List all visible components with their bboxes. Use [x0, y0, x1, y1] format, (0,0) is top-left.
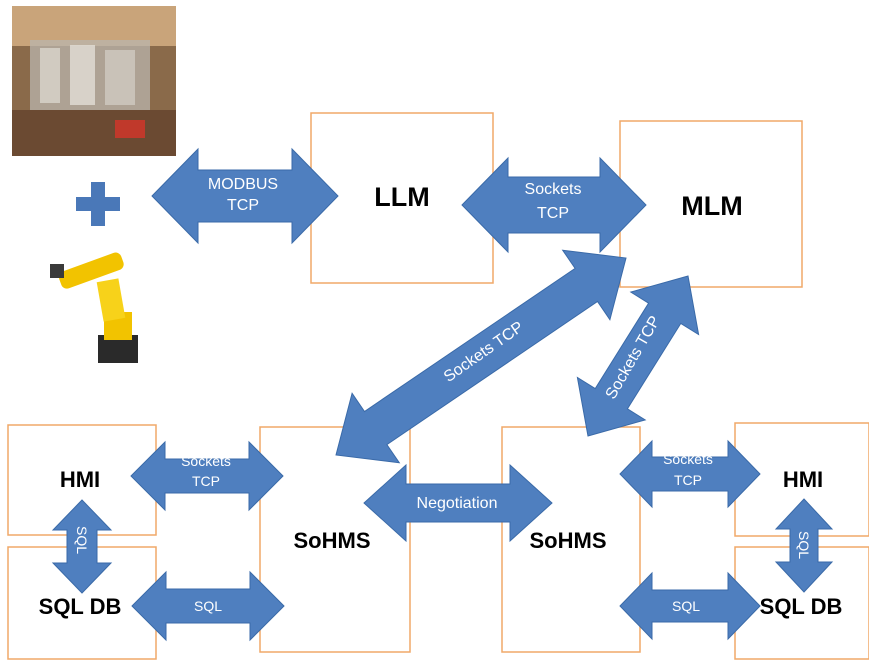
mlm-sohms-right-arrow	[576, 275, 700, 437]
hmi-sohms-right-label-line1: Sockets	[663, 451, 713, 467]
negotiation-arrow	[363, 463, 553, 543]
sql-right-arrow	[619, 571, 761, 641]
sohms-right-label: SoHMS	[530, 528, 607, 553]
llm-mlm-label-line2: TCP	[537, 205, 569, 222]
modbus-arrow	[151, 147, 339, 245]
sqldb-left-label: SQL DB	[39, 594, 122, 619]
modbus-label-line2: TCP	[227, 197, 259, 214]
llm-mlm-label-line1: Sockets	[525, 181, 582, 198]
mlm-label: MLM	[681, 191, 742, 221]
hmi-right-label: HMI	[783, 467, 823, 492]
hmi-sohms-left-arrow	[130, 440, 284, 512]
sql-vertical-left-arrow	[51, 499, 113, 594]
sohms-right-box	[501, 426, 641, 653]
arrows	[51, 147, 834, 642]
hmi-sohms-right-arrow	[619, 439, 761, 509]
hmi-left-label: HMI	[60, 467, 100, 492]
hmi-sohms-right-label-line2: TCP	[674, 472, 702, 488]
hmi-sohms-left-label-line1: Sockets	[181, 453, 231, 469]
factory-photo	[12, 6, 176, 156]
robot-photo	[50, 252, 138, 363]
plus-icon	[76, 182, 120, 226]
sohms-left-box	[259, 426, 411, 653]
sql-vertical-left-label: SQL	[74, 526, 90, 554]
llm-label: LLM	[374, 182, 429, 212]
sql-left-arrow	[131, 570, 285, 642]
sql-vertical-right-label: SQL	[796, 531, 812, 559]
sql-vertical-right-arrow	[774, 498, 834, 593]
llm-mlm-arrow	[461, 156, 647, 254]
negotiation-label: Negotiation	[417, 495, 498, 512]
mlm-sohms-left-arrow	[335, 249, 627, 464]
sql-right-label: SQL	[672, 598, 700, 614]
sohms-left-label: SoHMS	[294, 528, 371, 553]
sql-left-label: SQL	[194, 598, 222, 614]
sqldb-right-label: SQL DB	[760, 594, 843, 619]
hmi-sohms-left-label-line2: TCP	[192, 473, 220, 489]
modbus-label-line1: MODBUS	[208, 176, 278, 193]
